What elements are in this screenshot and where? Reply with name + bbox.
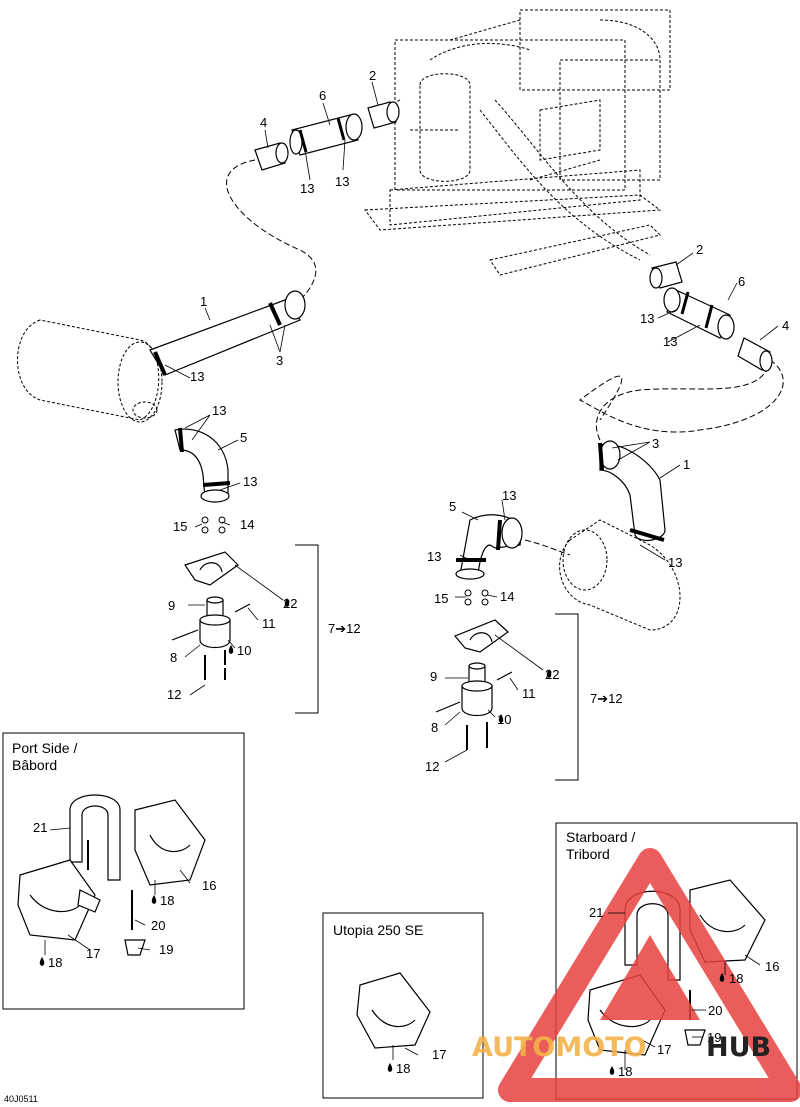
box-labels: Port Side / Bâbord 21 16 18 20 19 17 18 …: [12, 740, 779, 1079]
group-bracket-port: [295, 544, 319, 714]
washers-stbd: [464, 589, 489, 606]
port-box-title-1: Port Side /: [12, 740, 77, 756]
drawing-code: 40J0511: [4, 1094, 38, 1104]
callout-17-stbd: 17: [657, 1042, 671, 1057]
callout-11-stbd: 11: [522, 686, 536, 701]
part-5-stbd: [455, 514, 523, 580]
callout-3-port: 3: [276, 353, 283, 368]
stbd-hose-dashed: [579, 359, 784, 433]
callout-18-stbd-a: 18: [729, 971, 743, 986]
callout-9-stbd: 9: [430, 669, 437, 684]
callout-1-port: 1: [200, 294, 207, 309]
callout-2-stbd: 2: [696, 242, 703, 257]
callout-10-port: 10: [237, 643, 251, 658]
callout-4-port: 4: [260, 115, 267, 130]
callout-17-port: 17: [86, 946, 100, 961]
callout-11-port: 11: [262, 616, 276, 631]
starboard-box-title-2: Tribord: [566, 846, 610, 862]
engine-outline: [364, 9, 671, 276]
group-bracket-stbd: [555, 613, 579, 781]
callout-13-stbd-e: 13: [427, 549, 441, 564]
part-4-port: [254, 142, 289, 171]
port-box-parts: [17, 794, 206, 956]
callout-16-port: 16: [202, 878, 216, 893]
callout-1-stbd: 1: [683, 457, 690, 472]
callout-7-12-stbd: 7➔12: [590, 691, 623, 706]
callout-21-stbd: 21: [589, 905, 603, 920]
callout-19-stbd: 19: [707, 1030, 721, 1045]
callout-4-stbd: 4: [782, 318, 789, 333]
callout-2-port: 2: [369, 68, 376, 83]
callout-15-stbd: 15: [434, 591, 448, 606]
callout-7-12-port: 7➔12: [328, 621, 361, 636]
fitting-port: [171, 596, 251, 680]
callout-18-port-b: 18: [48, 955, 62, 970]
callout-21-port: 21: [33, 820, 47, 835]
callout-5-stbd: 5: [449, 499, 456, 514]
callout-12-stbd: 12: [425, 759, 439, 774]
callout-13-stbd-d: 13: [502, 488, 516, 503]
callout-14-stbd: 14: [500, 589, 514, 604]
droplet-icons: [39, 598, 725, 1075]
callout-9-port: 9: [168, 598, 175, 613]
part-1-stbd: [598, 440, 666, 542]
port-muffler: [17, 319, 163, 423]
callout-17-utopia: 17: [432, 1047, 446, 1062]
watermark-text-hub: HUB: [706, 1032, 771, 1063]
callout-12-port: 12: [167, 687, 181, 702]
part-4-stbd: [737, 337, 773, 372]
callout-8-port: 8: [170, 650, 177, 665]
part-2-port: [367, 101, 400, 129]
leader-lines: [44, 81, 779, 1070]
callout-13-stbd-c: 13: [668, 555, 682, 570]
stbd-muffler: [559, 519, 681, 631]
callout-18-port-a: 18: [160, 893, 174, 908]
callout-6-port: 6: [319, 88, 326, 103]
part-22-port: [184, 551, 239, 586]
callout-13-port-b: 13: [335, 174, 349, 189]
utopia-box: [322, 912, 484, 1099]
washers-port: [201, 516, 226, 534]
callout-16-stbd: 16: [765, 959, 779, 974]
part-2-stbd: [649, 261, 683, 289]
utopia-box-part: [356, 972, 431, 1049]
callout-20-port: 20: [151, 918, 165, 933]
callout-13-stbd-a: 13: [640, 311, 654, 326]
callout-13-port-a: 13: [300, 181, 314, 196]
part-6-stbd: [663, 287, 735, 340]
callout-20-stbd: 20: [708, 1003, 722, 1018]
callout-13-port-e: 13: [243, 474, 257, 489]
utopia-box-title: Utopia 250 SE: [333, 922, 423, 938]
callout-19-port: 19: [159, 942, 173, 957]
port-side-box: [2, 732, 245, 1010]
watermark-text-auto: AUTOMOTO: [472, 1032, 647, 1063]
callout-3-stbd: 3: [652, 436, 659, 451]
watermark-logo: [498, 848, 800, 1102]
callout-labels: 4 6 2 13 13 1 3 13 13 5 13 15 14 22 9 11…: [167, 68, 789, 774]
callout-18-stbd-b: 18: [618, 1064, 632, 1079]
port-hose-dashed: [226, 159, 317, 301]
callout-13-stbd-b: 13: [663, 334, 677, 349]
part-6-port: [289, 113, 363, 156]
callout-8-stbd: 8: [431, 720, 438, 735]
part-1-port: [149, 290, 306, 376]
callout-5-port: 5: [240, 430, 247, 445]
callout-15-port: 15: [173, 519, 187, 534]
callout-6-stbd: 6: [738, 274, 745, 289]
fitting-stbd: [435, 662, 513, 750]
part-22-stbd: [454, 619, 509, 653]
part-5-port: [174, 427, 231, 503]
callout-13-port-c: 13: [190, 369, 204, 384]
callout-14-port: 14: [240, 517, 254, 532]
callout-13-port-d: 13: [212, 403, 226, 418]
starboard-box-title-1: Starboard /: [566, 829, 635, 845]
port-box-title-2: Bâbord: [12, 757, 57, 773]
callout-18-utopia: 18: [396, 1061, 410, 1076]
